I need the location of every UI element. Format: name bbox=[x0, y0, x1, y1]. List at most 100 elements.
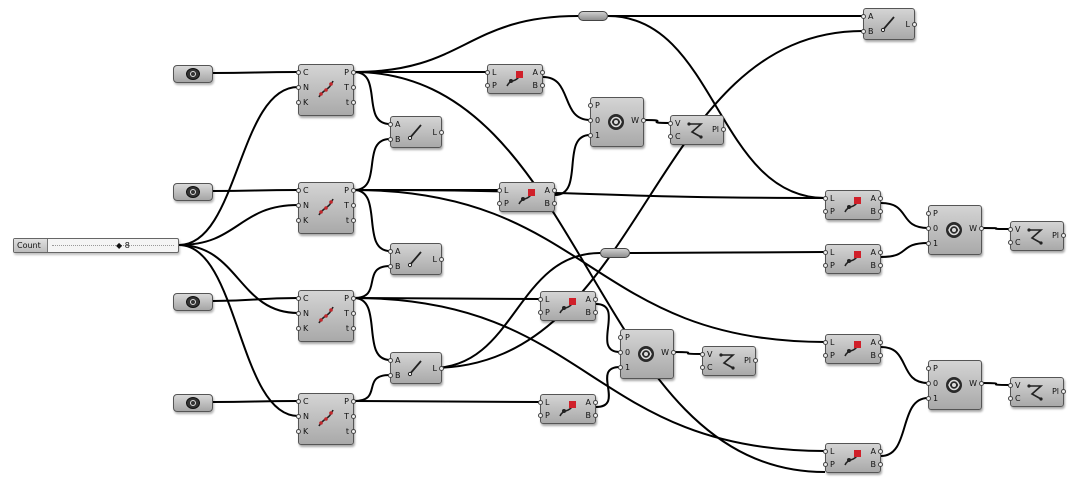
input-pin-1[interactable] bbox=[618, 365, 623, 370]
input-pin-v[interactable] bbox=[1008, 227, 1013, 232]
input-pin-a[interactable] bbox=[388, 249, 393, 254]
output-pin-a[interactable] bbox=[878, 340, 883, 345]
output-pin-p[interactable] bbox=[351, 296, 356, 301]
input-pin-l[interactable] bbox=[538, 297, 543, 302]
wire-relay[interactable] bbox=[600, 248, 630, 258]
curve-param[interactable] bbox=[173, 65, 213, 83]
output-pin-l[interactable] bbox=[439, 366, 444, 371]
output-pin-t[interactable] bbox=[351, 203, 356, 208]
output-pin-pl[interactable] bbox=[753, 358, 758, 363]
input-pin-1[interactable] bbox=[926, 241, 931, 246]
input-pin-p[interactable] bbox=[497, 201, 502, 206]
input-pin-p[interactable] bbox=[823, 209, 828, 214]
output-pin-b[interactable] bbox=[552, 201, 557, 206]
output-pin-l[interactable] bbox=[439, 257, 444, 262]
input-pin-l[interactable] bbox=[823, 449, 828, 454]
input-pin-p[interactable] bbox=[618, 335, 623, 340]
input-pin-l[interactable] bbox=[823, 340, 828, 345]
output-pin-lower-t[interactable] bbox=[351, 100, 356, 105]
output-pin-b[interactable] bbox=[540, 83, 545, 88]
output-pin-b[interactable] bbox=[878, 462, 883, 467]
output-pin-t[interactable] bbox=[351, 85, 356, 90]
output-pin-w[interactable] bbox=[671, 350, 676, 355]
output-pin-a[interactable] bbox=[593, 400, 598, 405]
curve-param[interactable] bbox=[173, 394, 213, 412]
output-pin-a[interactable] bbox=[878, 449, 883, 454]
input-pin-b[interactable] bbox=[388, 264, 393, 269]
output-pin-p[interactable] bbox=[351, 399, 356, 404]
input-pin-0[interactable] bbox=[618, 350, 623, 355]
input-pin-k[interactable] bbox=[296, 326, 301, 331]
output-pin-a[interactable] bbox=[878, 196, 883, 201]
output-pin-pl[interactable] bbox=[1061, 389, 1066, 394]
input-pin-b[interactable] bbox=[388, 373, 393, 378]
count-number-slider[interactable]: Count ◆ 8 bbox=[13, 238, 179, 253]
output-pin-lower-t[interactable] bbox=[351, 326, 356, 331]
curve-param[interactable] bbox=[173, 183, 213, 201]
input-pin-c[interactable] bbox=[668, 134, 673, 139]
input-pin-c[interactable] bbox=[296, 399, 301, 404]
input-pin-k[interactable] bbox=[296, 429, 301, 434]
output-pin-t[interactable] bbox=[351, 311, 356, 316]
output-pin-l[interactable] bbox=[912, 22, 917, 27]
input-pin-c[interactable] bbox=[1008, 240, 1013, 245]
input-pin-b[interactable] bbox=[861, 29, 866, 34]
input-pin-a[interactable] bbox=[388, 122, 393, 127]
output-pin-a[interactable] bbox=[593, 297, 598, 302]
output-pin-p[interactable] bbox=[351, 70, 356, 75]
input-pin-p[interactable] bbox=[538, 310, 543, 315]
input-pin-v[interactable] bbox=[1008, 383, 1013, 388]
input-pin-n[interactable] bbox=[296, 311, 301, 316]
input-pin-v[interactable] bbox=[700, 352, 705, 357]
curve-param[interactable] bbox=[173, 293, 213, 311]
output-pin-p[interactable] bbox=[351, 188, 356, 193]
input-pin-c[interactable] bbox=[296, 70, 301, 75]
input-pin-c[interactable] bbox=[296, 188, 301, 193]
output-pin-a[interactable] bbox=[540, 70, 545, 75]
output-pin-w[interactable] bbox=[979, 381, 984, 386]
input-pin-p[interactable] bbox=[823, 462, 828, 467]
output-pin-t[interactable] bbox=[351, 414, 356, 419]
output-pin-pl[interactable] bbox=[721, 127, 726, 132]
input-pin-0[interactable] bbox=[926, 226, 931, 231]
output-pin-a[interactable] bbox=[878, 250, 883, 255]
input-pin-1[interactable] bbox=[588, 133, 593, 138]
output-pin-b[interactable] bbox=[593, 310, 598, 315]
input-pin-p[interactable] bbox=[588, 103, 593, 108]
input-pin-p[interactable] bbox=[823, 353, 828, 358]
input-pin-c[interactable] bbox=[1008, 396, 1013, 401]
input-pin-n[interactable] bbox=[296, 203, 301, 208]
input-pin-c[interactable] bbox=[700, 365, 705, 370]
output-pin-lower-t[interactable] bbox=[351, 429, 356, 434]
output-pin-pl[interactable] bbox=[1061, 233, 1066, 238]
input-pin-n[interactable] bbox=[296, 85, 301, 90]
input-pin-l[interactable] bbox=[538, 400, 543, 405]
input-pin-p[interactable] bbox=[485, 83, 490, 88]
input-pin-0[interactable] bbox=[588, 118, 593, 123]
input-pin-l[interactable] bbox=[485, 70, 490, 75]
input-pin-k[interactable] bbox=[296, 100, 301, 105]
input-pin-k[interactable] bbox=[296, 218, 301, 223]
slider-track[interactable] bbox=[52, 245, 174, 247]
